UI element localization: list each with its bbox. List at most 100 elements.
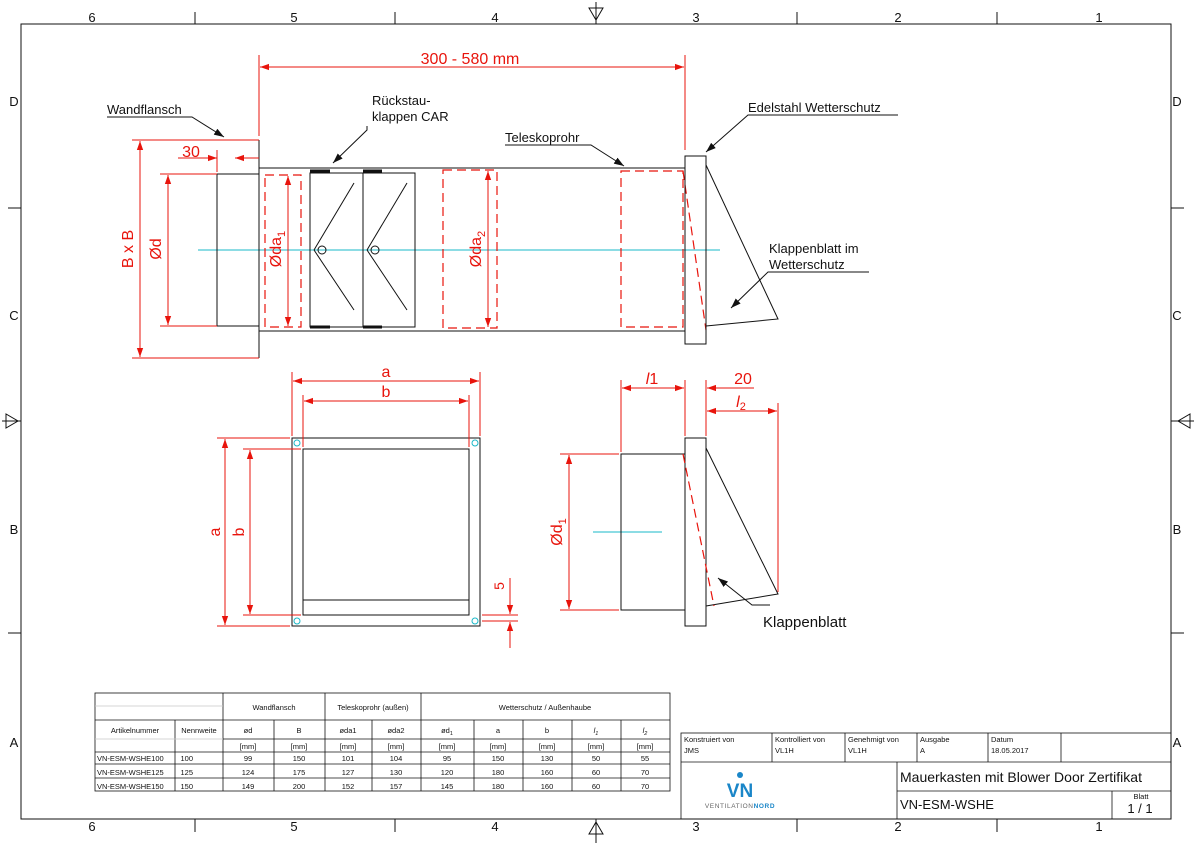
table-col-header: øda1 [339,726,356,735]
tb-datum-value: 18.05.2017 [991,746,1029,755]
dim-oda2-sub: 2 [476,231,488,237]
label-klappenblatt-im-line1: Klappenblatt im [769,241,859,256]
table-cell: 104 [390,754,403,763]
zone-row-left-C: C [9,308,18,323]
dim-oda2: Øda2 [468,231,488,267]
table-cell: 124 [242,768,255,777]
table-cell: 127 [342,768,355,777]
tb-genehmigt-label: Genehmigt von [848,735,899,744]
tb-kontrolliert-label: Kontrolliert von [775,735,825,744]
zone-col-bottom-4: 4 [491,819,498,834]
tb-blatt-label: Blatt [1133,792,1149,801]
table-cell: 130 [541,754,554,763]
detail-view-weather-hood: l1 20 l2 Ød1 Klappenblatt [549,371,847,631]
logo-text-nord: NORD [754,803,776,810]
dim-oda2-main: Øda [468,237,485,267]
table-cell: 160 [541,768,554,777]
dimension-table: Wandflansch Teleskoprohr (außen) Wetters… [94,692,671,792]
dim-l2-sub: 2 [740,401,746,413]
zone-labels: 6 5 4 3 2 1 6 5 4 3 2 1 D C B A D C B A [9,10,1181,834]
table-col-header: b [545,726,549,735]
table-cell: 125 [180,768,193,777]
table-cell: 160 [541,782,554,791]
table-unit-cell: [mm] [588,742,605,751]
table-unit-cell: [mm] [539,742,556,751]
dim-l2-main: l [736,394,740,411]
wall-flange-body [216,140,685,358]
table-cell: 150 [180,782,193,791]
table-cell: 50 [592,754,600,763]
table-cell: 200 [293,782,306,791]
label-klappenblatt-im-line2: Wetterschutz [769,257,845,272]
table-col-header: Nennweite [181,726,216,735]
label-rueckstau-line1: Rückstau- [372,93,431,108]
table-unit-cell: [mm] [439,742,456,751]
dim-l2: l2 [736,394,746,413]
table-cell: 149 [242,782,255,791]
zone-row-right-A: A [1173,735,1182,750]
table-units-row: [mm][mm][mm][mm][mm][mm][mm][mm][mm] [240,742,654,751]
table-cell: 150 [293,754,306,763]
table-cell: 60 [592,782,600,791]
table-cell: 152 [342,782,355,791]
dim-b-top: b [382,384,391,401]
tb-datum-label: Datum [991,735,1013,744]
tb-drawing-number: VN-ESM-WSHE [900,797,994,812]
logo-letters: VN [727,781,753,802]
logo-text: VENTILATIONNORD [705,803,775,810]
zone-col-top-5: 5 [290,10,297,25]
table-cell: 100 [180,754,193,763]
zone-row-left-A: A [10,735,19,750]
ventilation-nord-logo: VN VENTILATIONNORD [705,772,775,810]
flange-screw-holes [293,439,479,625]
dim-20: 20 [734,371,752,388]
tb-konstruiert-label: Konstruiert von [684,735,734,744]
table-unit-cell: [mm] [240,742,257,751]
dim-od: Ød [148,238,165,259]
label-wandflansch: Wandflansch [107,102,182,117]
dim-a-side: a [207,527,224,536]
table-cell: 101 [342,754,355,763]
dim-l1-main: l [646,371,650,388]
table-cell: 70 [641,768,649,777]
zone-col-top-2: 2 [894,10,901,25]
table-cell: 60 [592,768,600,777]
tb-ausgabe-value: A [920,746,925,755]
table-cell: 55 [641,754,649,763]
table-col-header-sub: 2 [643,731,647,737]
zone-col-top-4: 4 [491,10,498,25]
table-unit-cell: [mm] [637,742,654,751]
zone-row-left-B: B [10,522,19,537]
dim-oda1-main: Øda [268,237,285,267]
table-cell: 95 [443,754,451,763]
label-teleskoprohr: Teleskoprohr [505,130,580,145]
telescope-tube-dashed [264,169,707,331]
dim-oda1: Øda1 [268,231,288,267]
tb-title: Mauerkasten mit Blower Door Zertifikat [900,769,1142,785]
label-rueckstau-line2: klappen CAR [372,109,449,124]
dim-od1-sub: 1 [557,518,569,524]
zone-row-right-B: B [1173,522,1182,537]
dim-a-top: a [382,364,391,381]
table-cell: 145 [441,782,454,791]
label-klappenblatt: Klappenblatt [763,614,847,631]
dim-od1-main: Ød [549,524,566,545]
zone-col-bottom-6: 6 [88,819,95,834]
zone-col-bottom-1: 1 [1095,819,1102,834]
table-col-header-sub: 1 [450,731,453,737]
table-col-header: a [496,726,501,735]
table-unit-cell: [mm] [490,742,507,751]
tb-genehmigt-value: VL1H [848,746,867,755]
zone-row-left-D: D [9,94,18,109]
table-col-header: l1 [594,726,599,737]
tb-blatt-value: 1 / 1 [1127,801,1152,816]
table-cell: 180 [492,782,505,791]
logo-dot [737,772,743,778]
table-row-article: VN-ESM-WSHE100 [97,754,164,763]
table-cell: 70 [641,782,649,791]
table-col-header: B [296,726,301,735]
table-cell: 120 [441,768,454,777]
zone-col-top-1: 1 [1095,10,1102,25]
table-col-header: ød1 [441,726,453,737]
